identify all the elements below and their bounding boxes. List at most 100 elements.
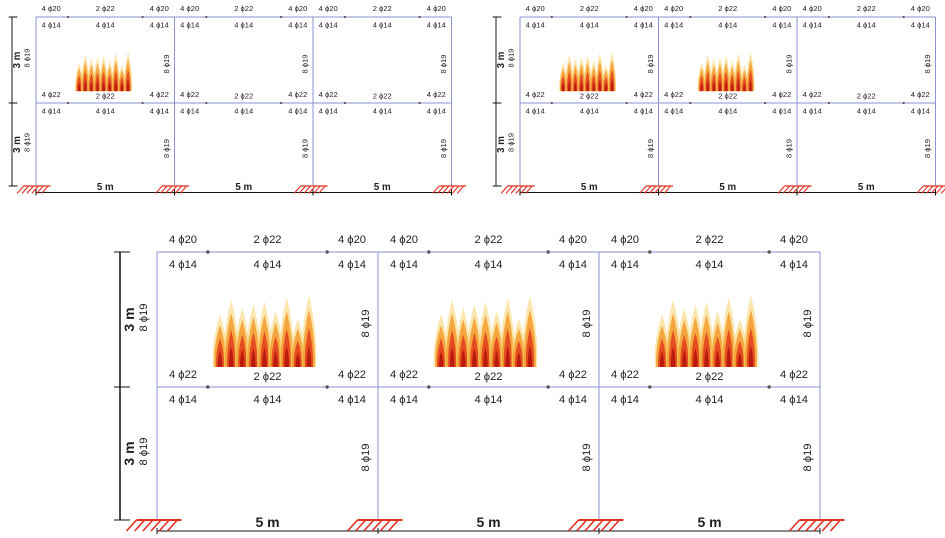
cutoff-dot bbox=[66, 15, 69, 19]
column-rebar-label: 8 ϕ19 bbox=[646, 139, 655, 158]
floor-beam-top-end-right-label: 4 ϕ22 bbox=[634, 90, 653, 99]
beam-top-end-left-label: 4 ϕ20 bbox=[319, 4, 338, 13]
beam-top-mid-label: 2 ϕ22 bbox=[373, 4, 392, 13]
beam-top-mid-label: 2 ϕ22 bbox=[96, 4, 115, 13]
beam-top-end-left-label: 4 ϕ20 bbox=[611, 234, 639, 246]
floor-beam-bottom-right-label: 4 ϕ14 bbox=[634, 107, 653, 116]
cutoff-dot bbox=[343, 101, 346, 105]
beam-top-end-right-label: 4 ϕ20 bbox=[288, 4, 307, 13]
cutoff-dot bbox=[427, 250, 431, 254]
floor-beam-bottom-mid-label: 4 ϕ14 bbox=[373, 107, 392, 116]
floor-beam-top-mid-label: 2 ϕ22 bbox=[234, 92, 253, 101]
cutoff-dot bbox=[648, 250, 652, 254]
floor-beam-top-end-left-label: 4 ϕ22 bbox=[169, 369, 197, 381]
beam-top-mid-label: 2 ϕ22 bbox=[718, 4, 737, 13]
fixed-support-icon bbox=[125, 519, 182, 532]
column-rebar-label: 8 ϕ19 bbox=[23, 133, 32, 152]
cutoff-dot bbox=[66, 101, 69, 105]
floor-beam-bottom-left-label: 4 ϕ14 bbox=[390, 394, 418, 406]
column-rebar-label: 8 ϕ19 bbox=[507, 48, 516, 67]
floor-beam-top-mid-label: 2 ϕ22 bbox=[96, 92, 115, 101]
floor-beam-bottom-mid-label: 4 ϕ14 bbox=[580, 107, 599, 116]
beam-top-end-left-label: 4 ϕ20 bbox=[803, 4, 822, 13]
beam-top-mid-label: 2 ϕ22 bbox=[474, 234, 502, 246]
beam-bottom-right-label: 4 ϕ14 bbox=[780, 259, 808, 271]
story-dimension-label: 3 m bbox=[121, 441, 137, 465]
column-rebar-label: 8 ϕ19 bbox=[923, 54, 932, 73]
cutoff-dot bbox=[205, 101, 208, 105]
floor-beam-top-end-left-label: 4 ϕ22 bbox=[664, 90, 683, 99]
floor-beam-top-end-left-label: 4 ϕ22 bbox=[42, 90, 61, 99]
floor-beam-bottom-right-label: 4 ϕ14 bbox=[288, 107, 307, 116]
beam-top-end-right-label: 4 ϕ20 bbox=[150, 4, 169, 13]
column-rebar-label: 8 ϕ19 bbox=[162, 54, 171, 73]
column-rebar-label: 8 ϕ19 bbox=[439, 139, 448, 158]
beam-top-mid-label: 2 ϕ22 bbox=[253, 234, 281, 246]
beam-top-end-left-label: 4 ϕ20 bbox=[664, 4, 683, 13]
floor-beam-bottom-left-label: 4 ϕ14 bbox=[664, 107, 683, 116]
beam-top-end-right-label: 4 ϕ20 bbox=[780, 234, 808, 246]
cutoff-dot bbox=[325, 250, 329, 254]
beam-bottom-left-label: 4 ϕ14 bbox=[180, 21, 199, 30]
column-rebar-label: 8 ϕ19 bbox=[301, 54, 310, 73]
beam-bottom-left-label: 4 ϕ14 bbox=[42, 21, 61, 30]
floor-beam-bottom-right-label: 4 ϕ14 bbox=[780, 394, 808, 406]
story-dimension-label: 3 m bbox=[121, 307, 137, 331]
floor-beam-top-end-right-label: 4 ϕ22 bbox=[780, 369, 808, 381]
column-rebar-label: 8 ϕ19 bbox=[23, 48, 32, 67]
frame-two-bays-fire: 4 ϕ20 2 ϕ22 4 ϕ20 4 ϕ14 4 ϕ14 4 ϕ14 4 ϕ22 2 ϕ22… bbox=[492, 4, 945, 196]
beam-top-end-right-label: 4 ϕ20 bbox=[772, 4, 791, 13]
fixed-support-icon bbox=[16, 185, 51, 194]
floor-beam-top-end-right-label: 4 ϕ22 bbox=[427, 90, 446, 99]
beam-bottom-right-label: 4 ϕ14 bbox=[427, 21, 446, 30]
floor-beam-bottom-left-label: 4 ϕ14 bbox=[526, 107, 545, 116]
cutoff-dot bbox=[689, 101, 692, 105]
cutoff-dot bbox=[764, 101, 767, 105]
beam-bottom-right-label: 4 ϕ14 bbox=[559, 259, 587, 271]
floor-beam-top-end-left-label: 4 ϕ22 bbox=[390, 369, 418, 381]
beam-top-mid-label: 2 ϕ22 bbox=[857, 4, 876, 13]
beam-bottom-mid-label: 4 ϕ14 bbox=[580, 21, 599, 30]
floor-beam-top-end-left-label: 4 ϕ22 bbox=[180, 90, 199, 99]
floor-beam-top-end-right-label: 4 ϕ22 bbox=[559, 369, 587, 381]
floor-beam-top-mid-label: 2 ϕ22 bbox=[718, 92, 737, 101]
floor-beam-top-mid-label: 2 ϕ22 bbox=[580, 92, 599, 101]
floor-beam-bottom-mid-label: 4 ϕ14 bbox=[718, 107, 737, 116]
beam-bottom-mid-label: 4 ϕ14 bbox=[857, 21, 876, 30]
story-dimension-label: 3 m bbox=[12, 51, 23, 68]
fixed-support-icon bbox=[639, 185, 674, 194]
floor-beam-top-end-left-label: 4 ϕ22 bbox=[319, 90, 338, 99]
beam-bottom-right-label: 4 ϕ14 bbox=[288, 21, 307, 30]
beam-top-end-right-label: 4 ϕ20 bbox=[634, 4, 653, 13]
column-rebar-label: 8 ϕ19 bbox=[581, 309, 593, 337]
cutoff-dot bbox=[141, 101, 144, 105]
beam-bottom-left-label: 4 ϕ14 bbox=[803, 21, 822, 30]
span-dimension-label: 5 m bbox=[858, 182, 875, 193]
beam-bottom-right-label: 4 ϕ14 bbox=[338, 259, 366, 271]
column-rebar-label: 8 ϕ19 bbox=[581, 443, 593, 471]
column-rebar-label: 8 ϕ19 bbox=[138, 303, 150, 331]
beam-bottom-right-label: 4 ϕ14 bbox=[634, 21, 653, 30]
floor-beam-top-end-right-label: 4 ϕ22 bbox=[338, 369, 366, 381]
fire-icon bbox=[559, 51, 617, 92]
floor-beam-bottom-left-label: 4 ϕ14 bbox=[803, 107, 822, 116]
column-rebar-label: 8 ϕ19 bbox=[360, 443, 372, 471]
floor-beam-bottom-left-label: 4 ϕ14 bbox=[611, 394, 639, 406]
floor-beam-top-mid-label: 2 ϕ22 bbox=[857, 92, 876, 101]
beam-top-mid-label: 2 ϕ22 bbox=[234, 4, 253, 13]
cutoff-dot bbox=[280, 15, 283, 19]
story-dimension-label: 3 m bbox=[496, 51, 507, 68]
floor-beam-bottom-right-label: 4 ϕ14 bbox=[338, 394, 366, 406]
cutoff-dot bbox=[625, 15, 628, 19]
beam-bottom-left-label: 4 ϕ14 bbox=[611, 259, 639, 271]
cutoff-dot bbox=[648, 385, 652, 389]
floor-beam-top-end-right-label: 4 ϕ22 bbox=[288, 90, 307, 99]
beam-bottom-right-label: 4 ϕ14 bbox=[911, 21, 930, 30]
floor-beam-bottom-right-label: 4 ϕ14 bbox=[772, 107, 791, 116]
column-rebar-label: 8 ϕ19 bbox=[138, 437, 150, 465]
cutoff-dot bbox=[550, 101, 553, 105]
floor-beam-bottom-mid-label: 4 ϕ14 bbox=[253, 394, 281, 406]
column-rebar-label: 8 ϕ19 bbox=[646, 54, 655, 73]
cutoff-dot bbox=[827, 101, 830, 105]
story-dimension-label: 3 m bbox=[12, 136, 23, 153]
